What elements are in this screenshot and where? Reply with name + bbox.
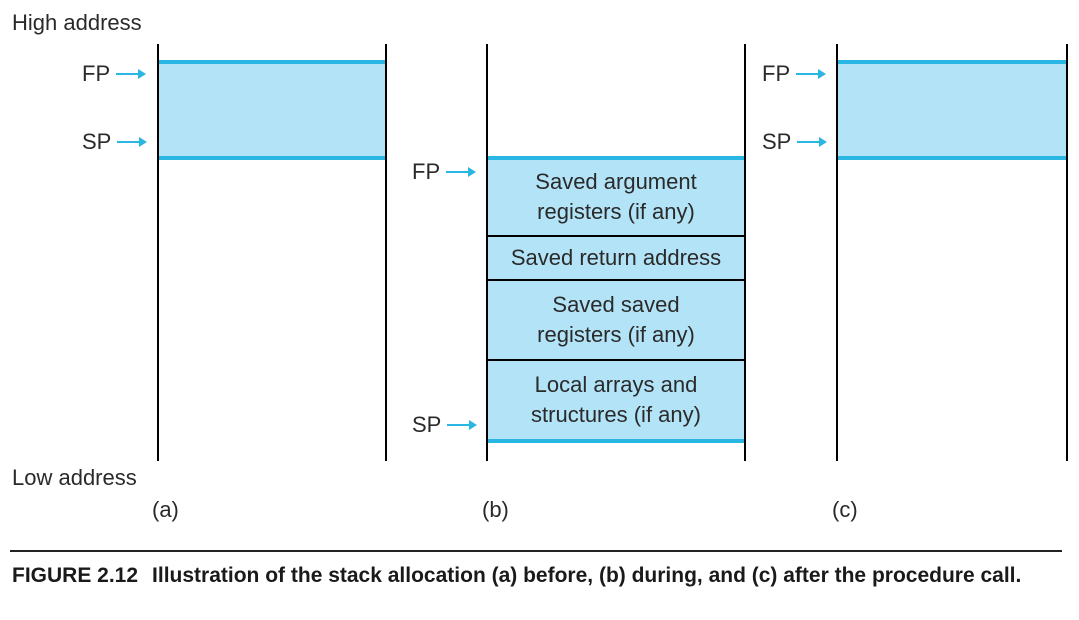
fp-label: FP bbox=[762, 61, 791, 86]
right-arrow-icon bbox=[796, 69, 827, 79]
fp-pointer: FP bbox=[762, 61, 827, 87]
sp-pointer: SP bbox=[762, 129, 828, 155]
right-arrow-icon bbox=[117, 137, 148, 147]
segment-text: registers (if any) bbox=[537, 322, 695, 347]
fp-pointer: FP bbox=[82, 61, 147, 87]
sp-label: SP bbox=[82, 129, 112, 154]
right-arrow-icon bbox=[446, 167, 477, 177]
segment-text: Saved saved bbox=[552, 292, 680, 317]
stack-right-wall bbox=[385, 44, 387, 461]
frame-top-edge bbox=[488, 156, 744, 160]
high-address-label: High address bbox=[12, 10, 142, 35]
stack-frame bbox=[838, 62, 1066, 158]
figure-caption: FIGURE 2.12 Illustration of the stack all… bbox=[12, 561, 1062, 591]
right-arrow-icon bbox=[447, 420, 478, 430]
frame-bottom-edge bbox=[159, 156, 385, 160]
frame-segment: Saved saved registers (if any) bbox=[488, 281, 744, 359]
sp-pointer: SP bbox=[412, 412, 478, 438]
segment-text: Local arrays and bbox=[534, 372, 698, 397]
sp-pointer: SP bbox=[82, 129, 148, 155]
figure-number: FIGURE 2.12 bbox=[12, 564, 139, 587]
segment-divider bbox=[488, 279, 744, 281]
sp-label: SP bbox=[412, 412, 442, 437]
stack-left-wall bbox=[157, 44, 159, 461]
frame-top-edge bbox=[159, 60, 385, 64]
panel-caption: (c) bbox=[832, 497, 858, 522]
frame-segment: Local arrays and structures (if any) bbox=[488, 361, 744, 439]
fp-pointer: FP bbox=[412, 159, 477, 185]
frame-segment: Saved argument registers (if any) bbox=[488, 159, 744, 235]
segment-text: structures (if any) bbox=[531, 402, 701, 427]
right-arrow-icon bbox=[116, 69, 147, 79]
stack-left-wall bbox=[836, 44, 838, 461]
stack-left-wall bbox=[486, 44, 488, 461]
stack-frame bbox=[159, 62, 385, 158]
frame-segment: Saved return address bbox=[488, 237, 744, 279]
stack-right-wall bbox=[1066, 44, 1068, 461]
stack-right-wall bbox=[744, 44, 746, 461]
fp-label: FP bbox=[82, 61, 111, 86]
sp-label: SP bbox=[762, 129, 792, 154]
segment-divider bbox=[488, 235, 744, 237]
segment-text: registers (if any) bbox=[537, 199, 695, 224]
segment-divider bbox=[488, 359, 744, 361]
panel-caption: (b) bbox=[482, 497, 509, 522]
frame-bottom-edge bbox=[838, 156, 1066, 160]
panel-caption: (a) bbox=[152, 497, 179, 522]
segment-text: Saved argument bbox=[535, 169, 697, 194]
caption-rule bbox=[10, 550, 1062, 552]
frame-bottom-edge bbox=[488, 439, 744, 443]
figure-caption-text: Illustration of the stack allocation (a)… bbox=[152, 564, 1022, 587]
right-arrow-icon bbox=[797, 137, 828, 147]
segment-text: Saved return address bbox=[510, 245, 722, 270]
low-address-label: Low address bbox=[12, 465, 137, 490]
frame-top-edge bbox=[838, 60, 1066, 64]
fp-label: FP bbox=[412, 159, 441, 184]
